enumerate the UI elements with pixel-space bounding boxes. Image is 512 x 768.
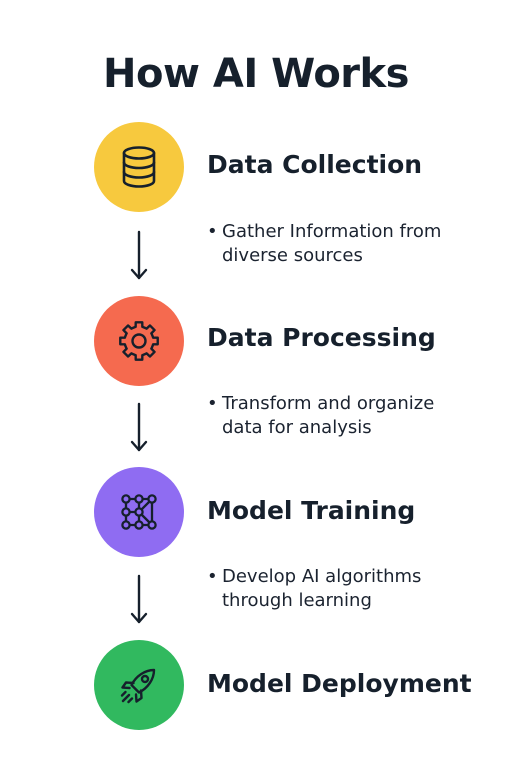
bullet: • xyxy=(207,393,218,414)
step-title-data-collection: Data Collection xyxy=(207,150,423,179)
description-text: Transform and organize data for analysis xyxy=(222,393,435,438)
step-title-model-deployment: Model Deployment xyxy=(207,669,472,698)
data-collection-circle xyxy=(94,122,184,212)
model-training-circle xyxy=(94,467,184,557)
bullet: • xyxy=(207,566,218,587)
step-description-data-collection: • Gather Information from diverse source… xyxy=(207,220,447,268)
gear-icon xyxy=(119,321,159,361)
database-icon xyxy=(122,146,156,188)
description-text: Gather Information from diverse sources xyxy=(222,221,442,266)
step-title-model-training: Model Training xyxy=(207,496,416,525)
arrow-down-icon xyxy=(127,402,151,454)
step-title-data-processing: Data Processing xyxy=(207,323,436,352)
arrow-down-icon xyxy=(127,574,151,626)
data-processing-circle xyxy=(94,296,184,386)
rocket-icon xyxy=(120,668,156,704)
step-description-model-training: • Develop AI algorithms through learning xyxy=(207,565,447,613)
description-text: Develop AI algorithms through learning xyxy=(222,566,422,611)
page-title: How AI Works xyxy=(103,51,409,97)
step-description-data-processing: • Transform and organize data for analys… xyxy=(207,392,447,440)
model-deployment-circle xyxy=(94,640,184,730)
bullet: • xyxy=(207,221,218,242)
network-icon xyxy=(121,494,157,530)
arrow-down-icon xyxy=(127,230,151,282)
